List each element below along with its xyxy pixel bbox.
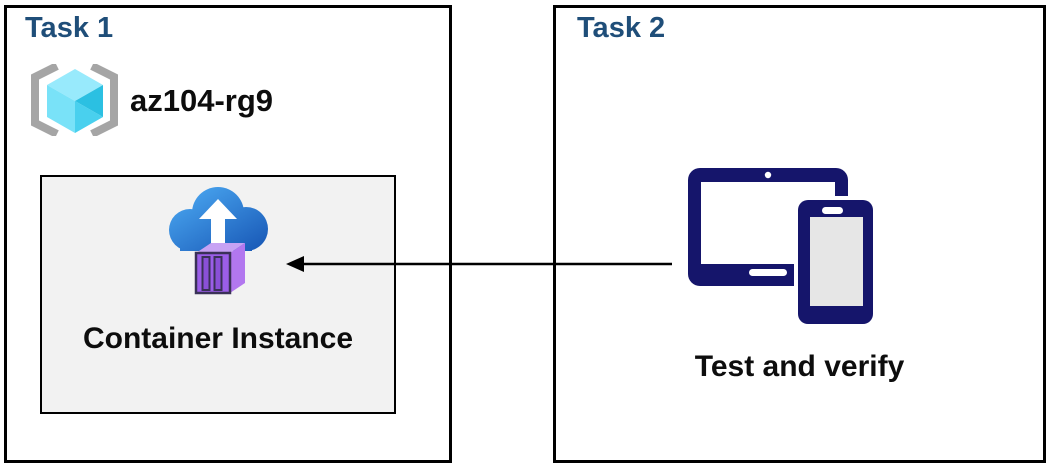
task2-title: Task 2 — [577, 12, 666, 44]
left-bracket-shape — [31, 64, 59, 136]
upload-arrow-icon — [199, 199, 237, 249]
devices-icon — [688, 168, 877, 328]
test-and-verify-label: Test and verify — [694, 350, 905, 383]
container-box-shape — [194, 243, 245, 295]
container-instance-icon — [169, 187, 268, 295]
container-instance-label: Container Instance — [82, 322, 354, 355]
resource-group-name: az104-rg9 — [130, 83, 274, 118]
right-bracket-shape — [90, 64, 118, 136]
phone-icon — [794, 196, 877, 328]
cube-shape — [47, 69, 103, 133]
resource-group-icon — [31, 64, 118, 136]
task1-title: Task 1 — [25, 12, 114, 44]
